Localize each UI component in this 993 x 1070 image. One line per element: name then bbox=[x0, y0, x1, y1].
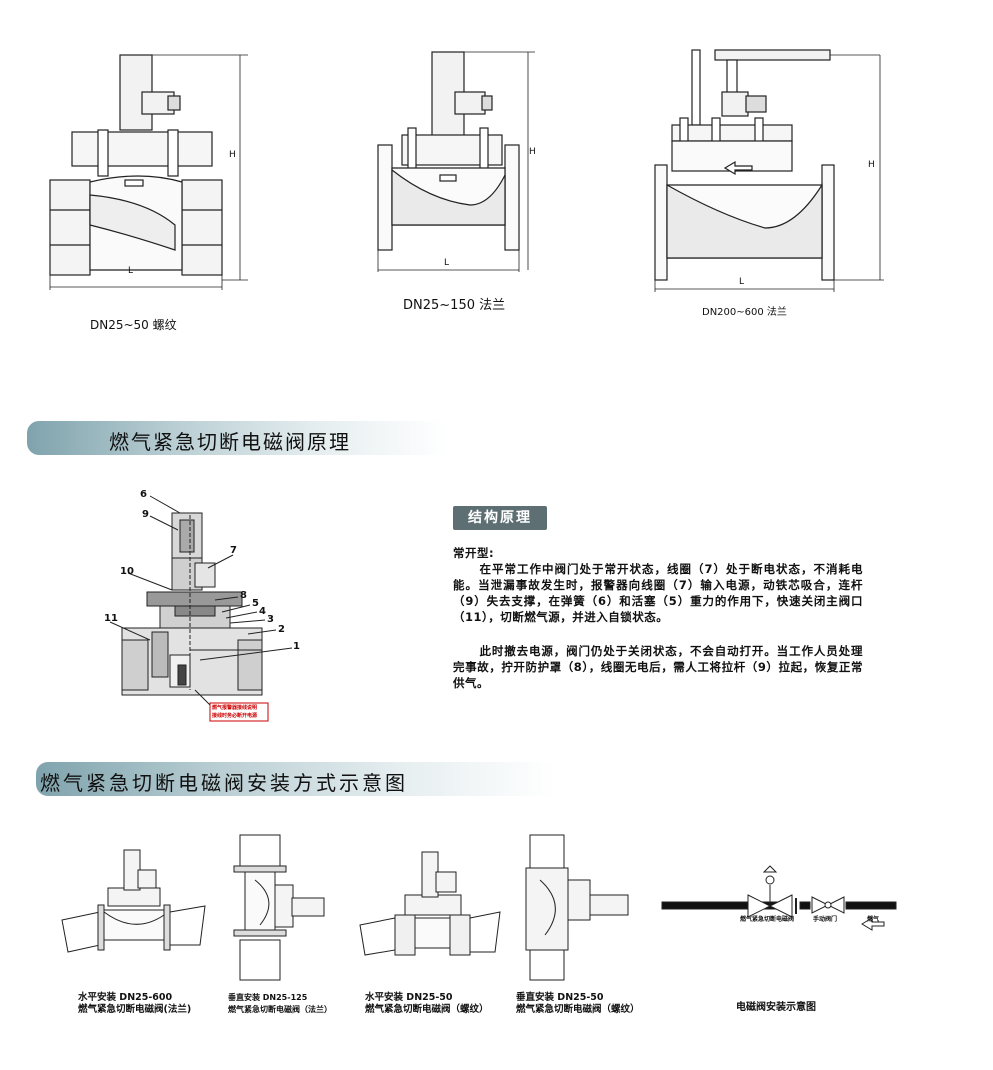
install-3-line-2: 燃气紧急切断电磁阀（螺纹） bbox=[365, 1004, 489, 1015]
install-2-line-2: 燃气紧急切断电磁阀（法兰） bbox=[228, 1005, 332, 1014]
part-5: 5 bbox=[252, 598, 259, 609]
dim-length-label-3: L bbox=[739, 277, 745, 287]
install-1-line-1: 水平安装 DN25-600 bbox=[78, 992, 173, 1003]
structure-paragraph-1: 在平常工作中阀门处于常开状态，线圈（7）处于断电状态，不消耗电能。当泄漏事故发生… bbox=[453, 562, 863, 624]
type-label: 常开型: bbox=[453, 546, 495, 560]
install-1-line-2: 燃气紧急切断电磁阀(法兰) bbox=[78, 1004, 192, 1015]
part-2: 2 bbox=[278, 624, 285, 635]
caption-flange-large: DN200~600 法兰 bbox=[702, 307, 787, 318]
schematic-label-valve: 燃气紧急切断电磁阀 bbox=[740, 916, 795, 923]
part-4: 4 bbox=[259, 606, 266, 617]
section-banner-installation: 燃气紧急切断电磁阀安装方式示意图 bbox=[36, 762, 556, 796]
install-caption-3: 水平安装 DN25-50 燃气紧急切断电磁阀（螺纹） bbox=[365, 992, 489, 1016]
structure-paragraph-2: 此时撤去电源，阀门仍处于关闭状态，不会自动打开。当工作人员处理完事故，拧开防护罩… bbox=[453, 644, 863, 690]
install-caption-1: 水平安装 DN25-600 燃气紧急切断电磁阀(法兰) bbox=[78, 992, 191, 1016]
dim-height-label-3: H bbox=[868, 160, 875, 170]
schematic-label-gas: 燃气 bbox=[867, 916, 880, 923]
section-banner-principle: 燃气紧急切断电磁阀原理 bbox=[27, 421, 447, 455]
part-9: 9 bbox=[142, 509, 149, 520]
install-caption-4: 垂直安装 DN25-50 燃气紧急切断电磁阀（螺纹） bbox=[516, 992, 640, 1016]
part-1: 1 bbox=[293, 641, 300, 652]
dim-height-label-1: H bbox=[229, 150, 236, 160]
part-10: 10 bbox=[120, 566, 134, 577]
schematic-label-manual: 手动阀门 bbox=[813, 916, 838, 923]
part-6: 6 bbox=[140, 489, 147, 500]
caption-threaded: DN25~50 螺纹 bbox=[90, 318, 177, 332]
structure-tag: 结构原理 bbox=[453, 506, 547, 530]
part-11: 11 bbox=[104, 613, 118, 624]
caption-flange-small: DN25~150 法兰 bbox=[403, 298, 506, 313]
warning-line-2: 接线时务必断开电源 bbox=[212, 713, 258, 719]
install-2-line-1: 垂直安装 DN25-125 bbox=[228, 993, 308, 1002]
install-4-line-1: 垂直安装 DN25-50 bbox=[516, 992, 604, 1003]
section-title-principle: 燃气紧急切断电磁阀原理 bbox=[109, 430, 351, 454]
install-4-line-2: 燃气紧急切断电磁阀（螺纹） bbox=[516, 1004, 640, 1015]
warning-box-text: 燃气报警器接线说明 接线时务必断开电源 bbox=[212, 704, 268, 720]
install-caption-2: 垂直安装 DN25-125 燃气紧急切断电磁阀（法兰） bbox=[228, 992, 332, 1016]
warning-line-1: 燃气报警器接线说明 bbox=[212, 705, 258, 711]
install-3-line-1: 水平安装 DN25-50 bbox=[365, 992, 453, 1003]
dim-length-label-2: L bbox=[444, 258, 450, 268]
part-3: 3 bbox=[267, 614, 274, 625]
dim-length-label-1: L bbox=[128, 266, 134, 276]
part-8: 8 bbox=[240, 590, 247, 601]
section-title-installation: 燃气紧急切断电磁阀安装方式示意图 bbox=[40, 771, 408, 795]
part-7: 7 bbox=[230, 545, 237, 556]
schematic-caption: 电磁阀安装示意图 bbox=[736, 1002, 816, 1013]
dim-height-label-2: H bbox=[529, 147, 536, 157]
